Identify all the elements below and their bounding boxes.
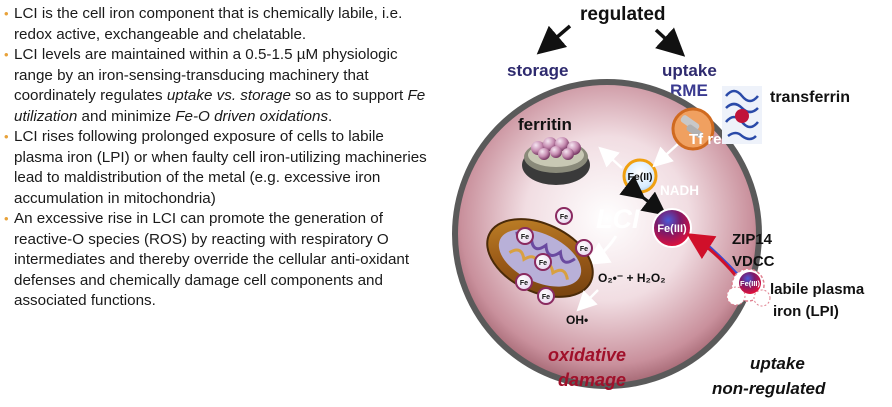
ferritin-label: ferritin [518,115,572,134]
bullet-1-text: LCI is the cell iron component that is c… [14,5,403,43]
arrow-icon [654,27,686,57]
lci-label: LCI [596,204,640,234]
bullet-2-text-d: . [328,107,333,125]
bullet-1: • LCI is the cell iron component that is… [2,4,427,45]
bullet-3-text: LCI rises following prolonged exposure o… [14,128,427,207]
bullet-2-italic-oxidations: Fe-O driven oxidations [175,107,329,125]
bullet-2-italic-uptake: uptake vs. storage [166,87,291,104]
rme-label: RME [670,81,708,100]
uptake-nonreg-line2: non-regulated [712,379,826,398]
svg-text:Fe: Fe [542,294,550,301]
bullet-2-italic-utilization: Fe utilization [14,87,426,125]
svg-text:Fe: Fe [521,234,529,241]
arrow-icon [584,235,618,266]
uptake-label: uptake [662,61,717,80]
storage-label: storage [507,61,568,80]
lpi-label-line2: iron (LPI) [773,303,839,320]
fe3-node [652,208,692,248]
arrow-icon [536,24,572,55]
arrow-icon [619,175,667,216]
regulated-label: regulated [580,4,666,25]
bullet-dot-icon: • [4,6,9,21]
fe3-label: Fe(III) [657,223,687,235]
bullet-dot-icon: • [4,211,9,226]
bullet-dot-icon: • [4,47,9,62]
lpi-fe3-label: Fe(III) [740,279,761,288]
arrow-icon [686,233,738,277]
bullet-3: • LCI rises following prolonged exposure… [2,127,427,209]
fe-small-node [516,227,534,245]
svg-text:Fe: Fe [520,280,528,287]
bullet-dot-icon: • [4,129,9,144]
transferrin-icon [722,86,762,144]
oh-label: OH• [566,313,588,327]
lpi-fe3-node [739,272,761,294]
nadh-label: NADH [660,183,699,198]
fe-small-node [555,207,573,225]
fe2-label: Fe(II) [627,171,652,183]
oxidative-label-line1: oxidative [548,345,626,365]
oxidative-label-line2: damage [558,370,626,390]
arrow-icon [576,289,599,312]
transferrin-label: transferrin [770,89,850,106]
fe-small-node [575,239,593,257]
bullet-2: • LCI levels are maintained within a 0.5… [2,45,427,127]
svg-text:Fe: Fe [539,260,547,267]
bullet-list: • LCI is the cell iron component that is… [2,4,427,312]
uptake-nonreg-line1: uptake [750,354,805,373]
zip14-label: ZIP14 [732,231,773,248]
fe-small-node [537,287,555,305]
bullet-2-text-c: and minimize [77,107,176,125]
svg-text:Fe: Fe [560,214,568,221]
iron-cell-diagram: regulated storage uptake RME ferritin Fe… [452,4,865,398]
lpi-label-line1: labile plasma [770,281,865,298]
bullet-4: • An excessive rise in LCI can promote t… [2,209,427,312]
bullet-2-text-a: LCI levels are maintained within a 0.5-1… [14,46,398,104]
bullet-2-text-b: so as to support [290,87,408,104]
vdcc-label: VDCC [732,253,775,270]
arrow-icon [598,146,623,169]
fe-small-node [515,273,533,291]
ferritin-icon [522,137,590,185]
fe-small-node [534,253,552,271]
fe-small-nodes: Fe Fe Fe Fe Fe Fe [515,207,593,305]
bullet-4-text: An excessive rise in LCI can promote the… [14,210,410,309]
arrow-icon [652,143,679,168]
ros-label: O₂•⁻ + H₂O₂ [598,271,666,285]
svg-text:Fe: Fe [580,246,588,253]
tf-receptor-icon [671,107,715,151]
